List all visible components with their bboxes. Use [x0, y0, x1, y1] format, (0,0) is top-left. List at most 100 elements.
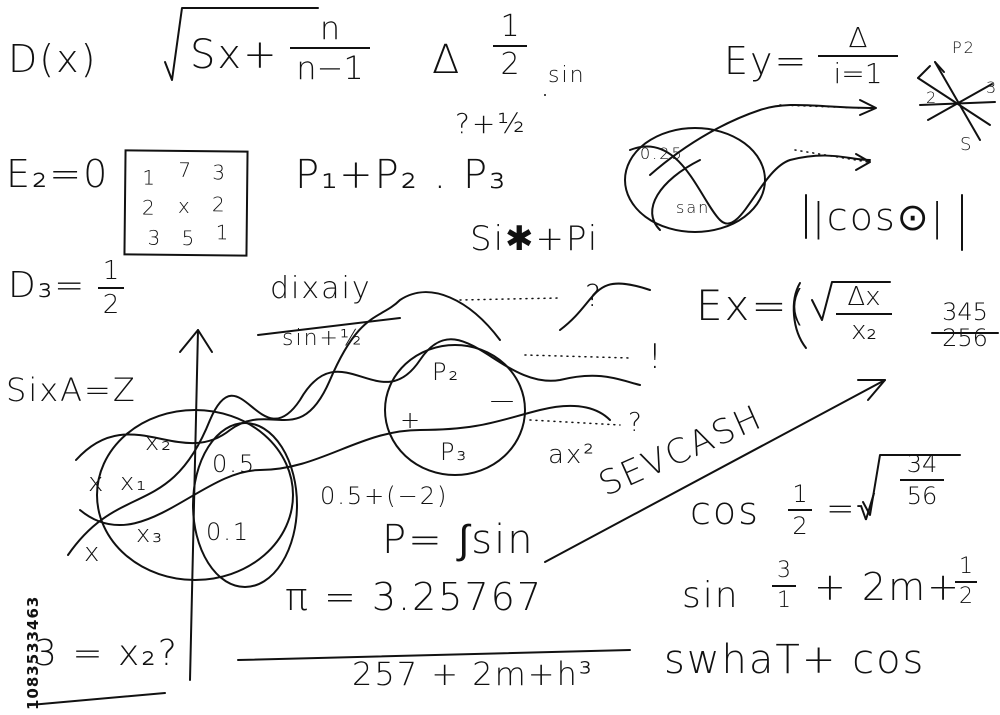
- delta-symbol: Δ: [432, 37, 462, 83]
- frac-345-den: 256: [942, 324, 988, 352]
- stock-id-watermark: 1083533463: [6, 470, 42, 710]
- bottom-left-underline: [29, 692, 166, 706]
- ex-den: x₂: [851, 316, 877, 346]
- grid-cell: 1: [142, 165, 156, 190]
- cos-bar: [788, 509, 812, 511]
- cos-frac-label: cos: [690, 489, 760, 533]
- x3-x2-label: 3 = x₂?: [34, 633, 179, 674]
- n-bar: [290, 47, 370, 49]
- stock-id-text: 1083533463: [24, 595, 42, 710]
- pi-fraction-bar: [237, 649, 631, 661]
- n-over-fraction: n n−1: [290, 12, 370, 84]
- half-end-den: 2: [959, 584, 973, 609]
- plus-sign: +: [400, 406, 423, 434]
- half-top-den: 2: [500, 47, 520, 82]
- half-end-bar: [955, 581, 977, 583]
- cos-num: 1: [792, 480, 808, 508]
- grid-cell: 5: [181, 225, 195, 251]
- sevcash-arrow-head: [857, 379, 886, 401]
- sin-label: sin: [682, 575, 740, 616]
- half-top-bar: [493, 45, 527, 47]
- pi-value: π = 3.25767: [285, 575, 544, 619]
- half-top-num: 1: [500, 9, 520, 44]
- number-grid: 1 7 3 2 x 2 3 5 1: [123, 149, 249, 257]
- set-circle-top: [624, 127, 766, 233]
- sin-fraction: 3 1: [772, 560, 796, 612]
- sin-num: 3: [777, 558, 791, 583]
- frac-34-num: 34: [906, 450, 938, 478]
- ex-bar: [836, 313, 892, 315]
- grid-cell: 3: [147, 225, 161, 250]
- sin-half-den: sin+½: [282, 326, 364, 351]
- cos-den: 2: [792, 512, 808, 540]
- ex-sqrt: [811, 281, 891, 321]
- wave-curve-4: [559, 282, 651, 331]
- y-axis-arrow: [179, 329, 213, 353]
- q-plus-half: ?+½: [455, 107, 527, 140]
- grid-cell: 2: [141, 195, 155, 220]
- sixa-label: SixA=Z: [6, 371, 137, 409]
- sqrt-body: Sx+: [190, 32, 279, 78]
- ex-paren: [792, 282, 807, 349]
- grid-cell: 2: [211, 192, 225, 217]
- val-01: 0.1: [206, 518, 251, 546]
- sin-den: 1: [777, 588, 791, 613]
- half-end-fraction: 1 2: [955, 556, 977, 608]
- question-mark-2: ?: [628, 408, 644, 438]
- sqrt-sign: [164, 7, 319, 81]
- dotted-trail-3: [529, 419, 621, 426]
- swhat-label: swhaT+ cos: [664, 637, 926, 683]
- frac-34-den: 56: [906, 482, 938, 510]
- d3-fraction: 1 2: [98, 258, 124, 318]
- frac-345-num: 345: [942, 298, 988, 326]
- x-left-a: x: [88, 468, 106, 498]
- dotted-trail-5: [794, 149, 869, 163]
- set-circle-left: [96, 409, 294, 581]
- x1-label: x₁: [120, 468, 148, 496]
- cross-arrow-b: [934, 61, 945, 73]
- d3-num: 1: [102, 256, 120, 286]
- cross-arrow-a: [917, 65, 931, 79]
- sevcash-arrow: [544, 379, 886, 563]
- minus-sign: —: [490, 386, 516, 414]
- cos-fraction: 1 2: [788, 482, 812, 538]
- grid-cell: x: [177, 193, 190, 219]
- d3-label: D₃=: [8, 265, 87, 306]
- wave-curve-3: [79, 404, 611, 526]
- p-sum: P₁+P₂ . P₃: [295, 152, 508, 198]
- arrow-head-2: [855, 153, 871, 171]
- dx-label: D(x): [8, 37, 98, 81]
- question-mark-1: ?: [585, 279, 603, 314]
- d3-den: 2: [102, 290, 120, 320]
- san-label: san: [676, 198, 711, 217]
- grid-cell: 1: [215, 220, 229, 245]
- d3-bar: [98, 287, 124, 289]
- ex-num: Δx: [847, 282, 881, 312]
- ey-den: i=1: [833, 57, 883, 90]
- plus-2m: + 2m+: [814, 565, 961, 609]
- sin-bar: [772, 585, 796, 587]
- ex-fraction: Δx x₂: [836, 284, 892, 344]
- cos-sqrt: [862, 454, 961, 516]
- ey-label: Ey=: [724, 39, 809, 83]
- wave-curve-2: [75, 291, 501, 461]
- dotted-trail-2: [524, 354, 631, 359]
- x3-label: x₃: [136, 520, 164, 548]
- set-circle-inner: [192, 422, 298, 588]
- cross-label-a: P2: [952, 38, 976, 57]
- pi-denominator: 257 + 2m+h³: [352, 655, 594, 693]
- n-num: n: [319, 9, 341, 47]
- half-sum: 0.5+(−2): [320, 482, 449, 510]
- cross-line-1: [917, 77, 991, 126]
- exclamation: !: [648, 337, 664, 377]
- dixaiy: dixaiy: [270, 271, 372, 306]
- dotted-trail-1: [459, 297, 561, 301]
- x2-label: x₂: [145, 428, 173, 456]
- cross-label-d: S: [960, 134, 974, 155]
- sin-top: sin: [548, 63, 586, 88]
- cross-label-c: 3: [986, 78, 999, 97]
- n-den: n−1: [296, 49, 364, 87]
- val-025: 0.25: [640, 144, 684, 163]
- cos-abs: |cos⊙|: [812, 195, 946, 239]
